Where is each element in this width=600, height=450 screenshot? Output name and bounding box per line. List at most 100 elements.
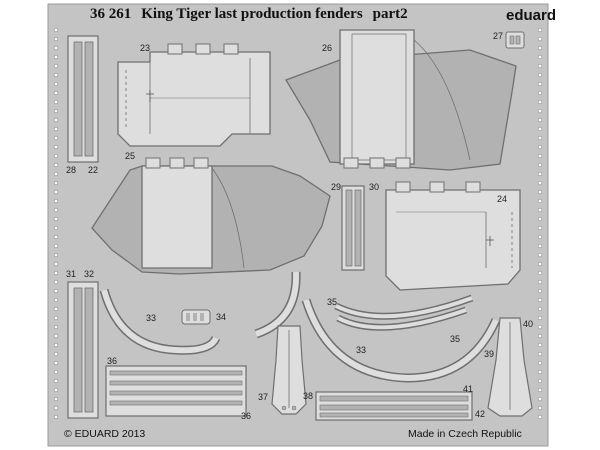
edge-hole (537, 117, 543, 123)
copyright-text: © EDUARD 2013 (64, 428, 146, 440)
part-34-clip (181, 309, 211, 325)
edge-hole (53, 288, 59, 294)
edge-hole (537, 108, 543, 114)
sheet-name: King Tiger last production fenders (141, 6, 363, 22)
brand-logo-text: eduard (506, 7, 557, 24)
edge-hole (537, 234, 543, 240)
edge-hole (53, 63, 59, 69)
part-26-large-fender (285, 29, 517, 171)
edge-hole (53, 162, 59, 168)
label-42: 42 (475, 409, 486, 419)
edge-hole (53, 36, 59, 42)
edge-hole (537, 369, 543, 375)
edge-hole (537, 207, 543, 213)
edge-hole (53, 135, 59, 141)
edge-hole (53, 396, 59, 402)
edge-hole (53, 360, 59, 366)
part-33-arc-right (301, 298, 501, 383)
sheet-part: part2 (372, 6, 408, 22)
edge-hole (53, 225, 59, 231)
label-39: 39 (484, 349, 495, 359)
edge-hole (537, 315, 543, 321)
edge-hole (53, 72, 59, 78)
edge-hole (537, 243, 543, 249)
label-34: 34 (216, 312, 227, 322)
edge-hole (537, 27, 543, 33)
edge-hole (537, 36, 543, 42)
edge-hole (537, 45, 543, 51)
edge-hole (537, 189, 543, 195)
edge-hole (537, 405, 543, 411)
edge-hole (53, 369, 59, 375)
edge-hole (537, 270, 543, 276)
part-39-40-leg-bracket (487, 317, 533, 417)
part-31-32-strip (67, 281, 99, 419)
label-35-right: 35 (450, 334, 461, 344)
edge-hole (53, 171, 59, 177)
label-40: 40 (523, 319, 534, 329)
edge-hole (537, 288, 543, 294)
edge-hole (537, 63, 543, 69)
edge-hole (537, 135, 543, 141)
part-33-arc-left (99, 271, 301, 355)
label-37: 37 (258, 392, 269, 402)
label-33-left: 33 (146, 313, 157, 323)
edge-hole (53, 387, 59, 393)
label-23: 23 (140, 43, 151, 53)
edge-hole (53, 378, 59, 384)
edge-hole (537, 225, 543, 231)
edge-hole (537, 198, 543, 204)
edge-hole (537, 414, 543, 420)
part-25-fender (91, 157, 331, 275)
part-38-41-42-rails (315, 391, 473, 421)
edge-hole (537, 333, 543, 339)
edge-hole (53, 270, 59, 276)
edge-hole (537, 171, 543, 177)
label-24: 24 (497, 194, 508, 204)
edge-hole (53, 234, 59, 240)
edge-hole (537, 387, 543, 393)
label-27: 27 (493, 31, 504, 41)
label-35-left: 35 (327, 297, 338, 307)
edge-hole (53, 189, 59, 195)
edge-hole (537, 144, 543, 150)
label-36-bottom: 36 (241, 411, 252, 421)
edge-holes (53, 27, 543, 420)
edge-hole (537, 99, 543, 105)
edge-hole (53, 207, 59, 213)
edge-hole (53, 216, 59, 222)
edge-hole (537, 90, 543, 96)
edge-hole (537, 180, 543, 186)
edge-hole (53, 54, 59, 60)
edge-hole (53, 180, 59, 186)
edge-hole (53, 261, 59, 267)
label-31: 31 (66, 269, 77, 279)
label-25: 25 (125, 151, 136, 161)
edge-hole (537, 252, 543, 258)
origin-text: Made in Czech Republic (408, 428, 522, 440)
edge-hole (53, 351, 59, 357)
part-22-28-strip (67, 35, 99, 163)
edge-hole (537, 342, 543, 348)
edge-hole (537, 360, 543, 366)
edge-hole (53, 297, 59, 303)
label-29: 29 (331, 182, 342, 192)
edge-hole (537, 216, 543, 222)
part-23-fender-plate (117, 43, 271, 147)
label-30: 30 (369, 182, 380, 192)
edge-hole (53, 342, 59, 348)
edge-hole (537, 153, 543, 159)
part-29-30-strip (341, 185, 365, 271)
edge-hole (537, 351, 543, 357)
edge-hole (53, 306, 59, 312)
edge-hole (537, 81, 543, 87)
edge-hole (53, 27, 59, 33)
edge-hole (53, 252, 59, 258)
edge-hole (53, 279, 59, 285)
edge-hole (537, 126, 543, 132)
edge-hole (53, 315, 59, 321)
edge-hole (537, 54, 543, 60)
edge-hole (53, 414, 59, 420)
